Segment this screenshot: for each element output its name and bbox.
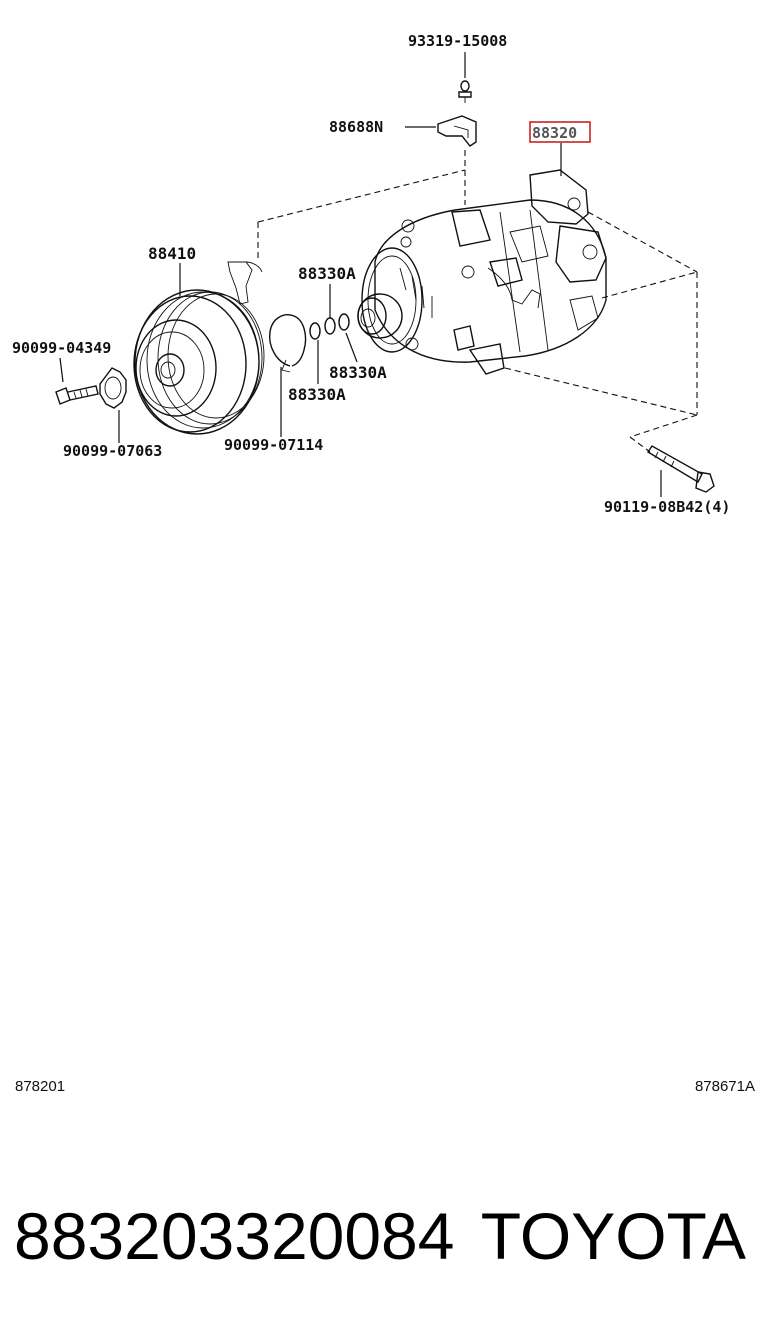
- bolt-90119-08b42-icon: [647, 445, 715, 493]
- shim-88330a-icon: [309, 313, 350, 340]
- footer-part-number: 883203320084: [14, 1199, 455, 1273]
- callout-88688n[interactable]: 88688N: [329, 118, 383, 136]
- snap-ring-icon: [269, 314, 307, 373]
- leader-lines: [59, 52, 662, 497]
- assembly-dashed-lines: [257, 150, 698, 453]
- callout-90099-07063[interactable]: 90099-07063: [63, 442, 162, 460]
- callout-90099-07114[interactable]: 90099-07114: [224, 436, 323, 454]
- callout-88410[interactable]: 88410: [148, 244, 196, 263]
- footer: 883203320084 TOYOTA: [14, 1196, 746, 1276]
- washer-90099-07063-icon: [99, 367, 127, 409]
- callout-93319-15008[interactable]: 93319-15008: [408, 32, 507, 50]
- bracket-88688n-icon: [437, 115, 477, 147]
- clutch-pulley-88410-icon: [133, 261, 265, 435]
- callout-90119-08b42[interactable]: 90119-08B42(4): [604, 498, 730, 516]
- callout-90099-04349[interactable]: 90099-04349: [12, 339, 111, 357]
- ref-number-right: 878671A: [694, 1078, 755, 1095]
- compressor-88320-icon: [357, 169, 607, 375]
- highlight-box: [529, 121, 591, 143]
- bolt-93319-icon: [458, 80, 472, 103]
- callout-88330a-bottom[interactable]: 88330A: [288, 385, 346, 404]
- callout-88330a-top[interactable]: 88330A: [298, 264, 356, 283]
- bolt-90099-04349-icon: [55, 385, 99, 405]
- callout-88320[interactable]: 88320: [532, 124, 577, 142]
- footer-brand: TOYOTA: [480, 1199, 746, 1273]
- callout-88330a-mid[interactable]: 88330A: [329, 363, 387, 382]
- ref-number-left: 878201: [15, 1078, 66, 1095]
